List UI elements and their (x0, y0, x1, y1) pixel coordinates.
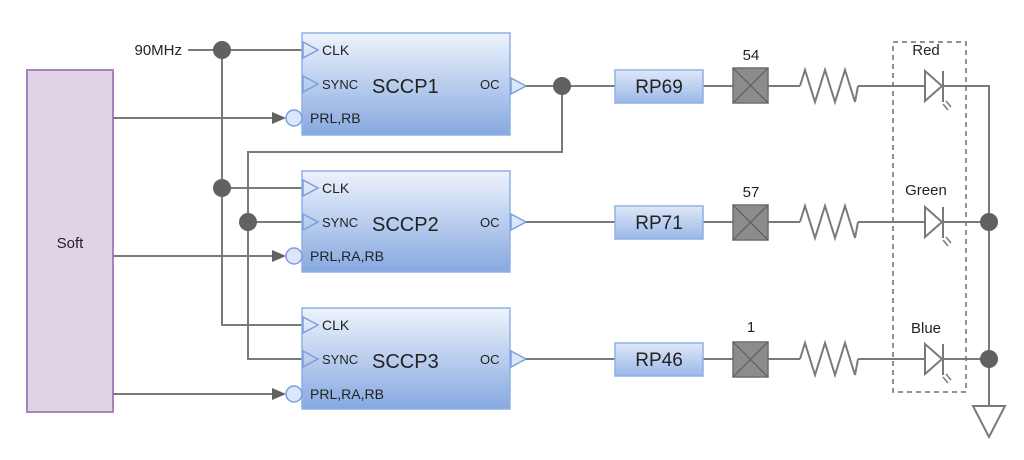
sccp2-registers-label: PRL,RA,RB (310, 248, 384, 264)
pin-number-1: 1 (747, 319, 755, 336)
software-block[interactable]: Soft (26, 69, 114, 413)
channel-red: RP69 54 Red (614, 42, 952, 111)
sccp3-module[interactable]: CLK SYNC SCCP3 OC PRL,RA,RB (285, 307, 528, 410)
sccp3-oc-label: OC (480, 352, 500, 367)
sccp1-registers-label: PRL,RB (310, 110, 361, 126)
sccp2-title: SCCP2 (372, 214, 439, 236)
rp46-label: RP46 (635, 350, 683, 371)
pin-box-icon (732, 204, 769, 241)
channel-blue: RP46 1 Blue (614, 319, 952, 384)
pin-number-54: 54 (743, 47, 760, 64)
rp46-block[interactable]: RP46 (614, 342, 704, 377)
sccp2-clk-label: CLK (322, 180, 350, 196)
junction-clock-2 (213, 179, 231, 197)
sccp2-sync-label: SYNC (322, 215, 358, 230)
resistor-icon (799, 66, 859, 106)
junction-clock (213, 41, 231, 59)
sccp3-sync-label: SYNC (322, 352, 358, 367)
sccp2-oc-label: OC (480, 215, 500, 230)
sccp1-sync-label: SYNC (322, 77, 358, 92)
junction-oc1 (553, 77, 571, 95)
sccp2-module[interactable]: CLK SYNC SCCP2 OC PRL,RA,RB (285, 170, 528, 273)
sccp1-module[interactable]: CLK SYNC SCCP1 OC PRL,RB (285, 32, 528, 136)
led-red-label: Red (912, 42, 940, 59)
led-green-label: Green (905, 182, 947, 199)
clock-wires (188, 49, 302, 326)
resistor-icon (799, 339, 859, 379)
sync-input-icon (302, 74, 320, 94)
clk-input-icon (302, 178, 320, 198)
sccp3-title: SCCP3 (372, 351, 439, 373)
clock-source-label: 90MHz (134, 42, 182, 59)
sync-input-icon (302, 212, 320, 232)
pin-box-icon (732, 67, 769, 104)
led-icon (924, 341, 952, 384)
sccp1-oc-label: OC (480, 77, 500, 92)
led-icon (924, 204, 952, 247)
soft-wires (113, 112, 286, 400)
ground-icon (971, 405, 1007, 440)
sccp1-clk-label: CLK (322, 42, 350, 58)
rgb-led-package (892, 41, 967, 393)
junction-bus-green (980, 213, 998, 231)
rp69-block[interactable]: RP69 (614, 69, 704, 104)
pin-number-57: 57 (743, 184, 760, 201)
led-icon (924, 68, 952, 111)
clk-input-icon (302, 40, 320, 60)
rp69-label: RP69 (635, 77, 683, 98)
sccp1-title: SCCP1 (372, 76, 439, 98)
rp71-label: RP71 (635, 213, 683, 234)
rp71-block[interactable]: RP71 (614, 205, 704, 240)
channel-green: RP71 57 Green (614, 182, 952, 247)
pin-box-icon (732, 341, 769, 378)
prl-input-icon (285, 109, 303, 127)
oc-output-icon (510, 76, 528, 96)
prl-input-icon (285, 385, 303, 403)
sccp3-clk-label: CLK (322, 317, 350, 333)
software-block-label: Soft (57, 235, 85, 252)
prl-input-icon (285, 247, 303, 265)
oc-output-icon (510, 349, 528, 369)
oc-output-icon (510, 212, 528, 232)
led-blue-label: Blue (911, 320, 941, 337)
sync-input-icon (302, 349, 320, 369)
junction-bus-blue (980, 350, 998, 368)
junction-sync (239, 213, 257, 231)
sccp3-registers-label: PRL,RA,RB (310, 386, 384, 402)
resistor-icon (799, 202, 859, 242)
clk-input-icon (302, 315, 320, 335)
